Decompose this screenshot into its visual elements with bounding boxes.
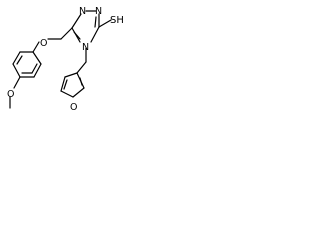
bond-benzene-4 [12,63,21,78]
bond-benzene-1 [32,51,42,65]
bond-triazole-n4-c3 [90,26,100,43]
atom-o-ether: O [40,38,47,49]
bond-furan-5 [64,72,78,78]
bond-benzene-5 [12,51,21,65]
structure-canvas: N N SH N O O O [0,0,143,135]
atom-n-top: N [79,6,86,17]
bond-furan-4 [60,76,66,92]
bond-c3-sh [98,19,112,28]
atom-sh: SH [110,15,124,26]
bond-benzene-double-1 [31,63,38,74]
atom-n-left: N [95,6,102,17]
bond-oether-ring [32,41,40,53]
atom-o-furan: O [70,102,77,113]
bond-benzene-double-2 [16,55,23,65]
atom-o-methoxy: O [7,89,14,100]
chemical-structure-diagram: N N SH N O O O [7,6,124,113]
bond-furan-double-1 [79,77,83,86]
bond-furan-3 [60,90,74,98]
bond-furan-double-2 [63,79,68,90]
bond-furan-2 [72,87,85,98]
bond-ch2-furan [76,61,87,74]
bond-ring-omethoxy [13,76,21,89]
bond-triazole-double-upper [94,16,97,28]
atom-n4: N [82,42,89,53]
bond-benzene-2 [33,63,42,78]
bond-triazole-double-inner [73,31,81,40]
bond-triazole-n1-c5 [71,13,82,29]
bond-c5-ch2 [60,27,73,40]
